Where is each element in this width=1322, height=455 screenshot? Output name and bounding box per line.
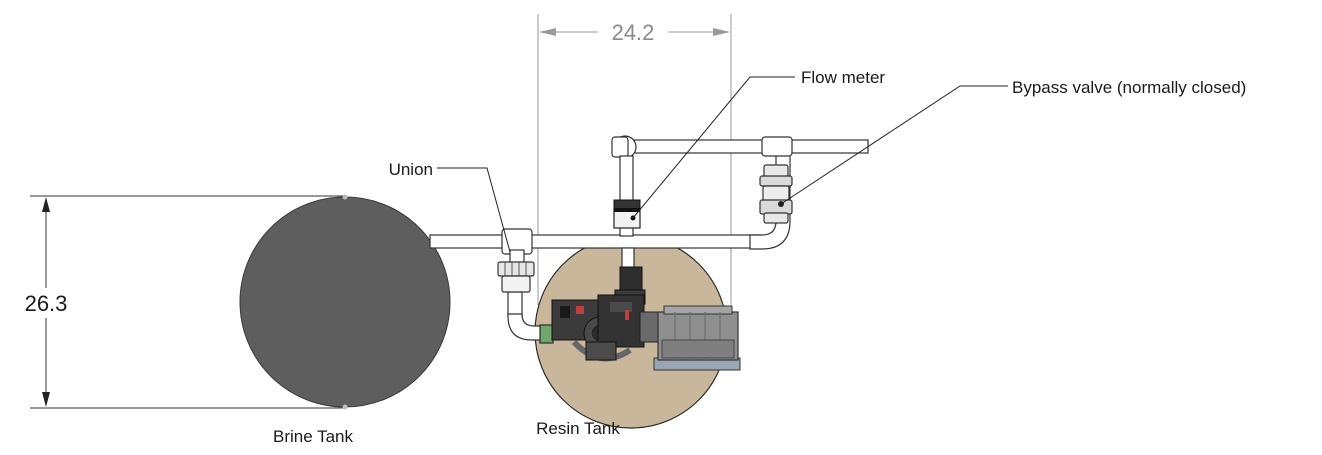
union-label: Union <box>389 160 433 179</box>
leader-lines <box>437 76 1008 253</box>
brine-tank-label: Brine Tank <box>273 427 354 446</box>
resin-tank-label: Resin Tank <box>536 419 620 438</box>
control-valve <box>551 266 661 362</box>
width-dimension: 24.2 <box>537 14 732 305</box>
union-fitting <box>497 261 535 293</box>
bypass-valve-label: Bypass valve (normally closed) <box>1012 78 1246 97</box>
brine-tank <box>239 194 451 410</box>
width-dimension-label: 24.2 <box>612 20 655 45</box>
motor-housing <box>653 305 741 371</box>
height-dimension-label: 26.3 <box>25 291 68 316</box>
piping <box>429 135 869 344</box>
height-dimension: 26.3 <box>25 195 345 409</box>
bypass-valve <box>759 164 793 224</box>
flow-meter-label: Flow meter <box>801 68 885 87</box>
